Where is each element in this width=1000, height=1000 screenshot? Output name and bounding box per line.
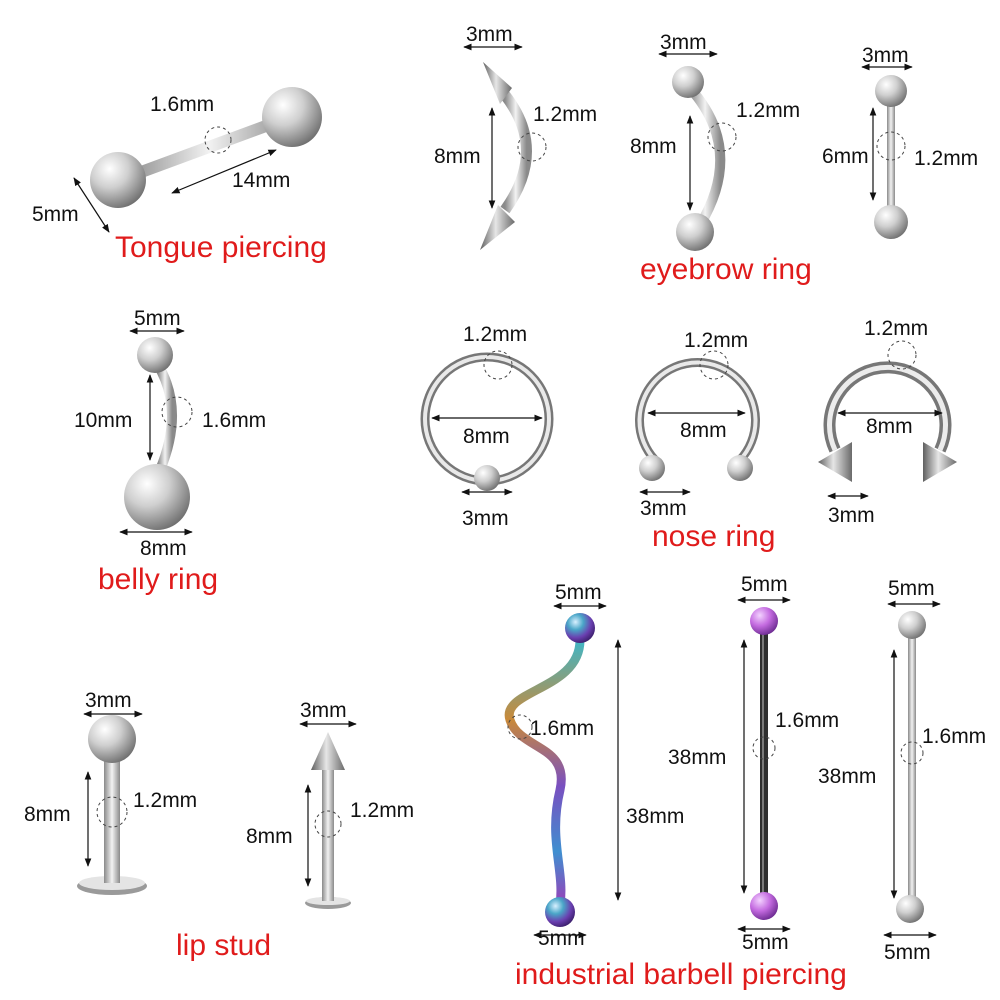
industrial-category-title: industrial barbell piercing <box>515 958 847 991</box>
belly-thickness-label: 1.6mm <box>202 409 267 432</box>
nose-category-title: nose ring <box>652 520 776 553</box>
lip-stud-ball <box>77 710 147 895</box>
tongue-length-label: 14mm <box>232 169 291 192</box>
spike-ring-diameter-label: 8mm <box>866 415 913 438</box>
spike-horseshoe-ring <box>818 340 957 500</box>
steel-thickness-label: 1.6mm <box>922 725 987 748</box>
captive-thickness-label: 1.2mm <box>463 323 528 346</box>
captive-diameter-label: 8mm <box>463 425 510 448</box>
belly-category-title: belly ring <box>98 563 219 596</box>
spike-ring-thickness-label: 1.2mm <box>864 317 929 340</box>
belly-top-label: 5mm <box>134 307 181 330</box>
lip-ball-thickness-label: 1.2mm <box>133 789 198 812</box>
horseshoe-ring <box>635 350 760 496</box>
lip-ball-length-label: 8mm <box>24 803 71 826</box>
lip-stud-spike <box>299 720 357 909</box>
wave-top-label: 5mm <box>555 581 602 604</box>
steel-length-label: 38mm <box>818 765 877 788</box>
belly-bottom-label: 8mm <box>140 537 187 560</box>
wave-bottom-label: 5mm <box>538 927 585 950</box>
industrial-straight-barbell <box>737 596 791 933</box>
belly-length-label: 10mm <box>74 409 133 432</box>
wave-length-label: 38mm <box>626 805 685 828</box>
tongue-category-title: Tongue piercing <box>115 231 327 264</box>
eyebrow-ball-thickness-label: 1.2mm <box>736 99 801 122</box>
eyebrow-straight-length-label: 6mm <box>822 145 869 168</box>
captive-bead-ring <box>420 350 554 496</box>
steel-bottom-label: 5mm <box>884 941 931 964</box>
eyebrow-straight-width-label: 3mm <box>862 44 909 67</box>
lip-spike-top-label: 3mm <box>300 699 347 722</box>
straight-bottom-label: 5mm <box>742 931 789 954</box>
captive-ball-label: 3mm <box>462 507 509 530</box>
eyebrow-spike-length-label: 8mm <box>434 145 481 168</box>
straight-top-label: 5mm <box>741 573 788 596</box>
eyebrow-straight-thickness-label: 1.2mm <box>914 147 979 170</box>
lip-spike-thickness-label: 1.2mm <box>350 799 415 822</box>
tongue-ball-label: 5mm <box>32 203 79 226</box>
eyebrow-spike-thickness-label: 1.2mm <box>533 103 598 126</box>
eyebrow-category-title: eyebrow ring <box>640 253 812 286</box>
belly-ring <box>119 327 193 536</box>
industrial-wave-barbell <box>504 602 622 939</box>
wave-thickness-label: 1.6mm <box>530 717 595 740</box>
eyebrow-straight-barbell <box>861 63 913 239</box>
eyebrow-ball-length-label: 8mm <box>630 135 677 158</box>
tongue-thickness-label: 1.6mm <box>150 93 215 116</box>
industrial-steel-barbell <box>883 600 941 939</box>
horseshoe-thickness-label: 1.2mm <box>684 329 749 352</box>
steel-top-label: 5mm <box>888 577 935 600</box>
eyebrow-spike-barbell <box>463 43 547 250</box>
straight-thickness-label: 1.6mm <box>775 709 840 732</box>
lip-ball-top-label: 3mm <box>85 689 132 712</box>
eyebrow-spike-width-label: 3mm <box>466 23 513 46</box>
tongue-barbell <box>73 87 322 233</box>
horseshoe-diameter-label: 8mm <box>680 419 727 442</box>
spike-ring-ball-label: 3mm <box>828 504 875 527</box>
horseshoe-ball-label: 3mm <box>640 497 687 520</box>
straight-length-label: 38mm <box>668 746 727 769</box>
lip-category-title: lip stud <box>176 929 272 962</box>
eyebrow-ball-barbell <box>658 50 737 251</box>
eyebrow-ball-width-label: 3mm <box>660 31 707 54</box>
lip-spike-length-label: 8mm <box>246 825 293 848</box>
